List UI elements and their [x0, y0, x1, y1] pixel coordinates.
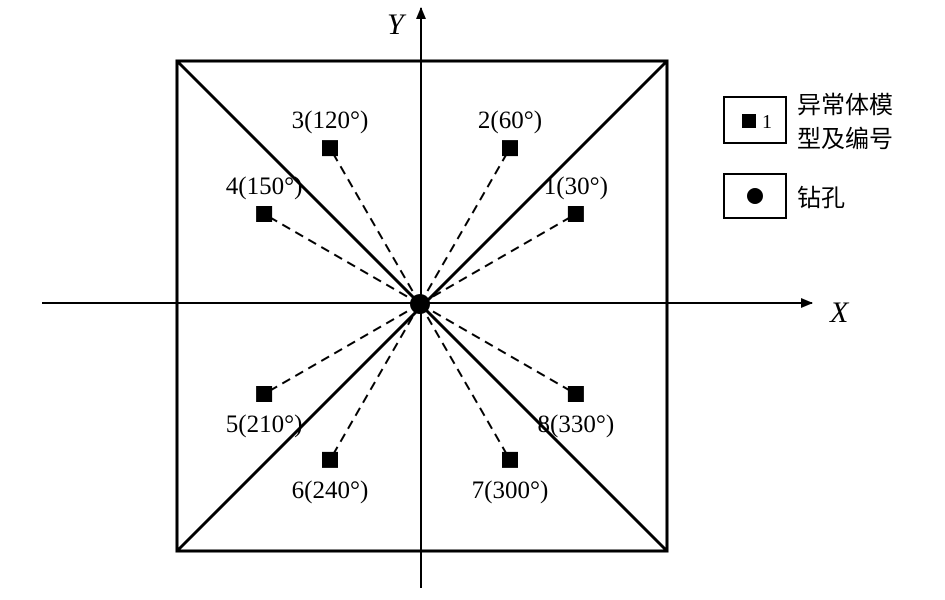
legend-borehole-text: 钻孔 [797, 184, 845, 212]
anomaly-marker-8 [567, 386, 584, 402]
anomaly-rays [263, 147, 577, 461]
anomaly-markers [256, 140, 584, 468]
anomaly-label-8: 8(330°) [538, 411, 615, 438]
borehole-marker [410, 294, 430, 314]
anomaly-labels: 1(30°) 2(60°) 3(120°) 4(150°) 5(210°) 6(240°)… [226, 107, 614, 504]
anomaly-ray-2 [419, 147, 511, 305]
legend-anomaly-text-line2: 型及编号 [797, 125, 893, 153]
legend-anomaly-box [723, 96, 787, 144]
anomaly-ray-7 [419, 303, 511, 461]
anomaly-marker-6 [322, 451, 338, 468]
y-axis-label: Y [387, 8, 407, 41]
anomaly-ray-1 [419, 213, 577, 305]
anomaly-marker-7 [502, 451, 518, 468]
legend-anomaly-text-line1: 异常体模 [797, 91, 893, 119]
legend-anomaly-number: 1 [762, 111, 772, 133]
anomaly-ray-6 [329, 303, 421, 461]
x-axis-label: X [829, 296, 850, 329]
anomaly-ray-8 [419, 303, 577, 395]
legend-borehole-dot [747, 188, 763, 204]
anomaly-ray-4 [263, 213, 421, 305]
anomaly-marker-2 [502, 140, 518, 157]
anomaly-label-5: 5(210°) [226, 411, 303, 438]
anomaly-marker-3 [322, 140, 338, 157]
legend: 1 异常体模 型及编号 钻孔 [723, 91, 893, 219]
anomaly-marker-4 [256, 206, 273, 222]
anomaly-label-6: 6(240°) [292, 477, 369, 504]
legend-anomaly-square [742, 114, 756, 128]
anomaly-label-3: 3(120°) [292, 107, 369, 134]
anomaly-label-4: 4(150°) [226, 173, 303, 200]
anomaly-label-2: 2(60°) [478, 107, 542, 134]
legend-borehole-box [723, 173, 787, 219]
anomaly-ray-3 [329, 147, 421, 305]
anomaly-label-7: 7(300°) [472, 477, 549, 504]
anomaly-ray-5 [263, 303, 421, 395]
anomaly-marker-1 [567, 206, 584, 222]
anomaly-marker-5 [256, 386, 273, 402]
anomaly-label-1: 1(30°) [544, 173, 608, 200]
